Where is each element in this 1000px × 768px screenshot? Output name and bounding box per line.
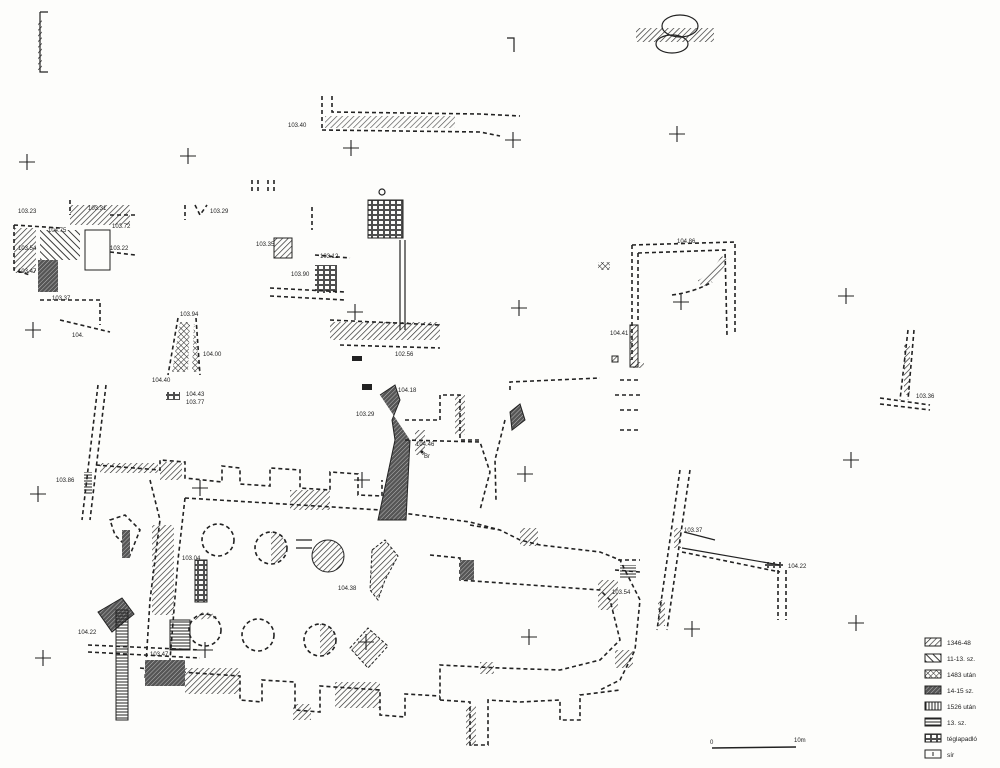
elevation-label: 103.35	[256, 242, 275, 248]
grid-cross-icon	[521, 629, 537, 645]
legend-item: 13. sz.	[924, 717, 966, 727]
legend-swatch	[924, 685, 942, 695]
church-plan: 104.18 103.29 104.46 Br 103.04 104.22 10…	[78, 384, 641, 746]
legend-item: 14-15 sz.	[924, 685, 974, 695]
elevation-label: 104.22	[78, 630, 97, 636]
elevation-label: 104.41	[610, 331, 629, 337]
elevation-label: 103.54	[612, 590, 631, 596]
legend-label: 13. sz.	[947, 720, 966, 727]
legend-label: 1483 után	[947, 672, 976, 679]
grid-cross-icon	[684, 621, 700, 637]
legend-item: sír	[924, 749, 955, 759]
grid-cross-icon	[180, 148, 196, 164]
east-trench: 103.37 104.22	[656, 469, 807, 631]
elevation-label: 103.72	[112, 224, 131, 230]
trench-sw-of-center: 103.94 104.00 104.40 104.43 103.77	[152, 312, 222, 406]
elevation-label: 104.86	[677, 239, 696, 245]
elevation-label: 104.22	[788, 564, 807, 570]
grid-cross-icon	[197, 642, 213, 658]
elevation-label: 104.75	[48, 228, 67, 234]
elevation-label: 103.47	[18, 269, 37, 275]
ne-building: 104.86 104.41	[509, 239, 736, 431]
grid-cross-icon	[669, 126, 685, 142]
grid-cross-icon	[505, 132, 521, 148]
elevation-label: 103.37	[52, 296, 71, 302]
east-wall: 103.36	[879, 329, 935, 411]
legend-label: 1526 után	[947, 704, 976, 711]
corner-wall-hatch	[38, 20, 42, 70]
elevation-label: 103.37	[684, 528, 703, 534]
elevation-label: 104.38	[338, 586, 357, 592]
legend-item: 1346-48	[924, 637, 971, 647]
legend-label: 14-15 sz.	[947, 688, 974, 695]
elevation-label: 104.46	[416, 442, 435, 448]
legend-swatch	[924, 717, 942, 727]
elevation-label: 103.23	[18, 209, 37, 215]
grid-cross-icon	[848, 615, 864, 631]
elevation-label: 104.18	[398, 388, 417, 394]
elevation-label: 102.56	[395, 352, 414, 358]
elevation-label: 103.47	[150, 652, 169, 658]
grid-cross-icon	[25, 322, 41, 338]
grid-cross-icon	[838, 288, 854, 304]
grid-cross-icon	[347, 304, 363, 320]
elevation-label: 103.04	[182, 556, 201, 562]
legend-label: téglapadló	[947, 736, 977, 743]
grid-cross-icon	[343, 140, 359, 156]
grid-crosses	[19, 126, 864, 666]
grid-cross-icon	[843, 452, 859, 468]
legend-swatch	[924, 749, 942, 759]
legend: 1346-48 11-13. sz. 1483 után 14-15 sz. 1…	[924, 637, 977, 759]
legend-swatch	[924, 653, 942, 663]
top-right-feature	[636, 14, 714, 54]
nw-trench: 103.23 103.31 103.72 104.75 103.54 103.2…	[13, 200, 136, 339]
legend-swatch	[924, 669, 942, 679]
elevation-label: 103.54	[18, 246, 37, 252]
legend-label: 1346-48	[947, 640, 971, 647]
grid-cross-icon	[517, 466, 533, 482]
legend-item: 11-13. sz.	[924, 653, 975, 663]
legend-item: 1483 után	[924, 669, 976, 679]
elevation-label: 103.29	[210, 209, 229, 215]
elevation-label: 103.90	[291, 272, 310, 278]
elevation-label: 103.94	[180, 312, 199, 318]
elevation-label: 103.22	[110, 246, 129, 252]
grid-cross-icon	[30, 486, 46, 502]
west-wall: 103.86	[56, 384, 107, 521]
legend-label: sír	[947, 752, 955, 759]
grid-cross-icon	[673, 294, 689, 310]
scale-bar: 0 10m	[710, 738, 806, 749]
grid-cross-icon	[35, 650, 51, 666]
elevation-label: 104.	[72, 333, 84, 339]
trench-north: 103.40	[288, 96, 521, 137]
scale-start-label: 0	[710, 740, 714, 746]
legend-swatch	[924, 733, 942, 743]
legend-swatch	[924, 637, 942, 647]
elevation-label: 103.12	[320, 254, 339, 260]
wall-fragment	[507, 37, 515, 52]
legend-item: 1526 után	[924, 701, 976, 711]
elevation-label: 104.40	[152, 378, 171, 384]
grid-cross-icon	[354, 472, 370, 488]
scale-end-label: 10m	[794, 738, 806, 744]
grid-cross-icon	[192, 480, 208, 496]
elevation-label: 103.77	[186, 400, 205, 406]
elevation-label: 104.00	[203, 352, 222, 358]
legend-swatch	[924, 701, 942, 711]
grid-cross-icon	[19, 154, 35, 170]
elevation-label: 103.40	[288, 123, 307, 129]
elevation-label: 103.36	[916, 394, 935, 400]
central-north-features: 103.29 103.35 103.12 103.90 102.56	[184, 180, 441, 361]
grave-mark: Br	[424, 454, 430, 460]
elevation-label: 103.31	[88, 206, 107, 212]
elevation-label: 103.86	[56, 478, 75, 484]
elevation-label: 103.29	[356, 412, 375, 418]
elevation-label: 104.43	[186, 392, 205, 398]
legend-item: téglapadló	[924, 733, 977, 743]
legend-label: 11-13. sz.	[947, 656, 975, 663]
grid-cross-icon	[511, 300, 527, 316]
